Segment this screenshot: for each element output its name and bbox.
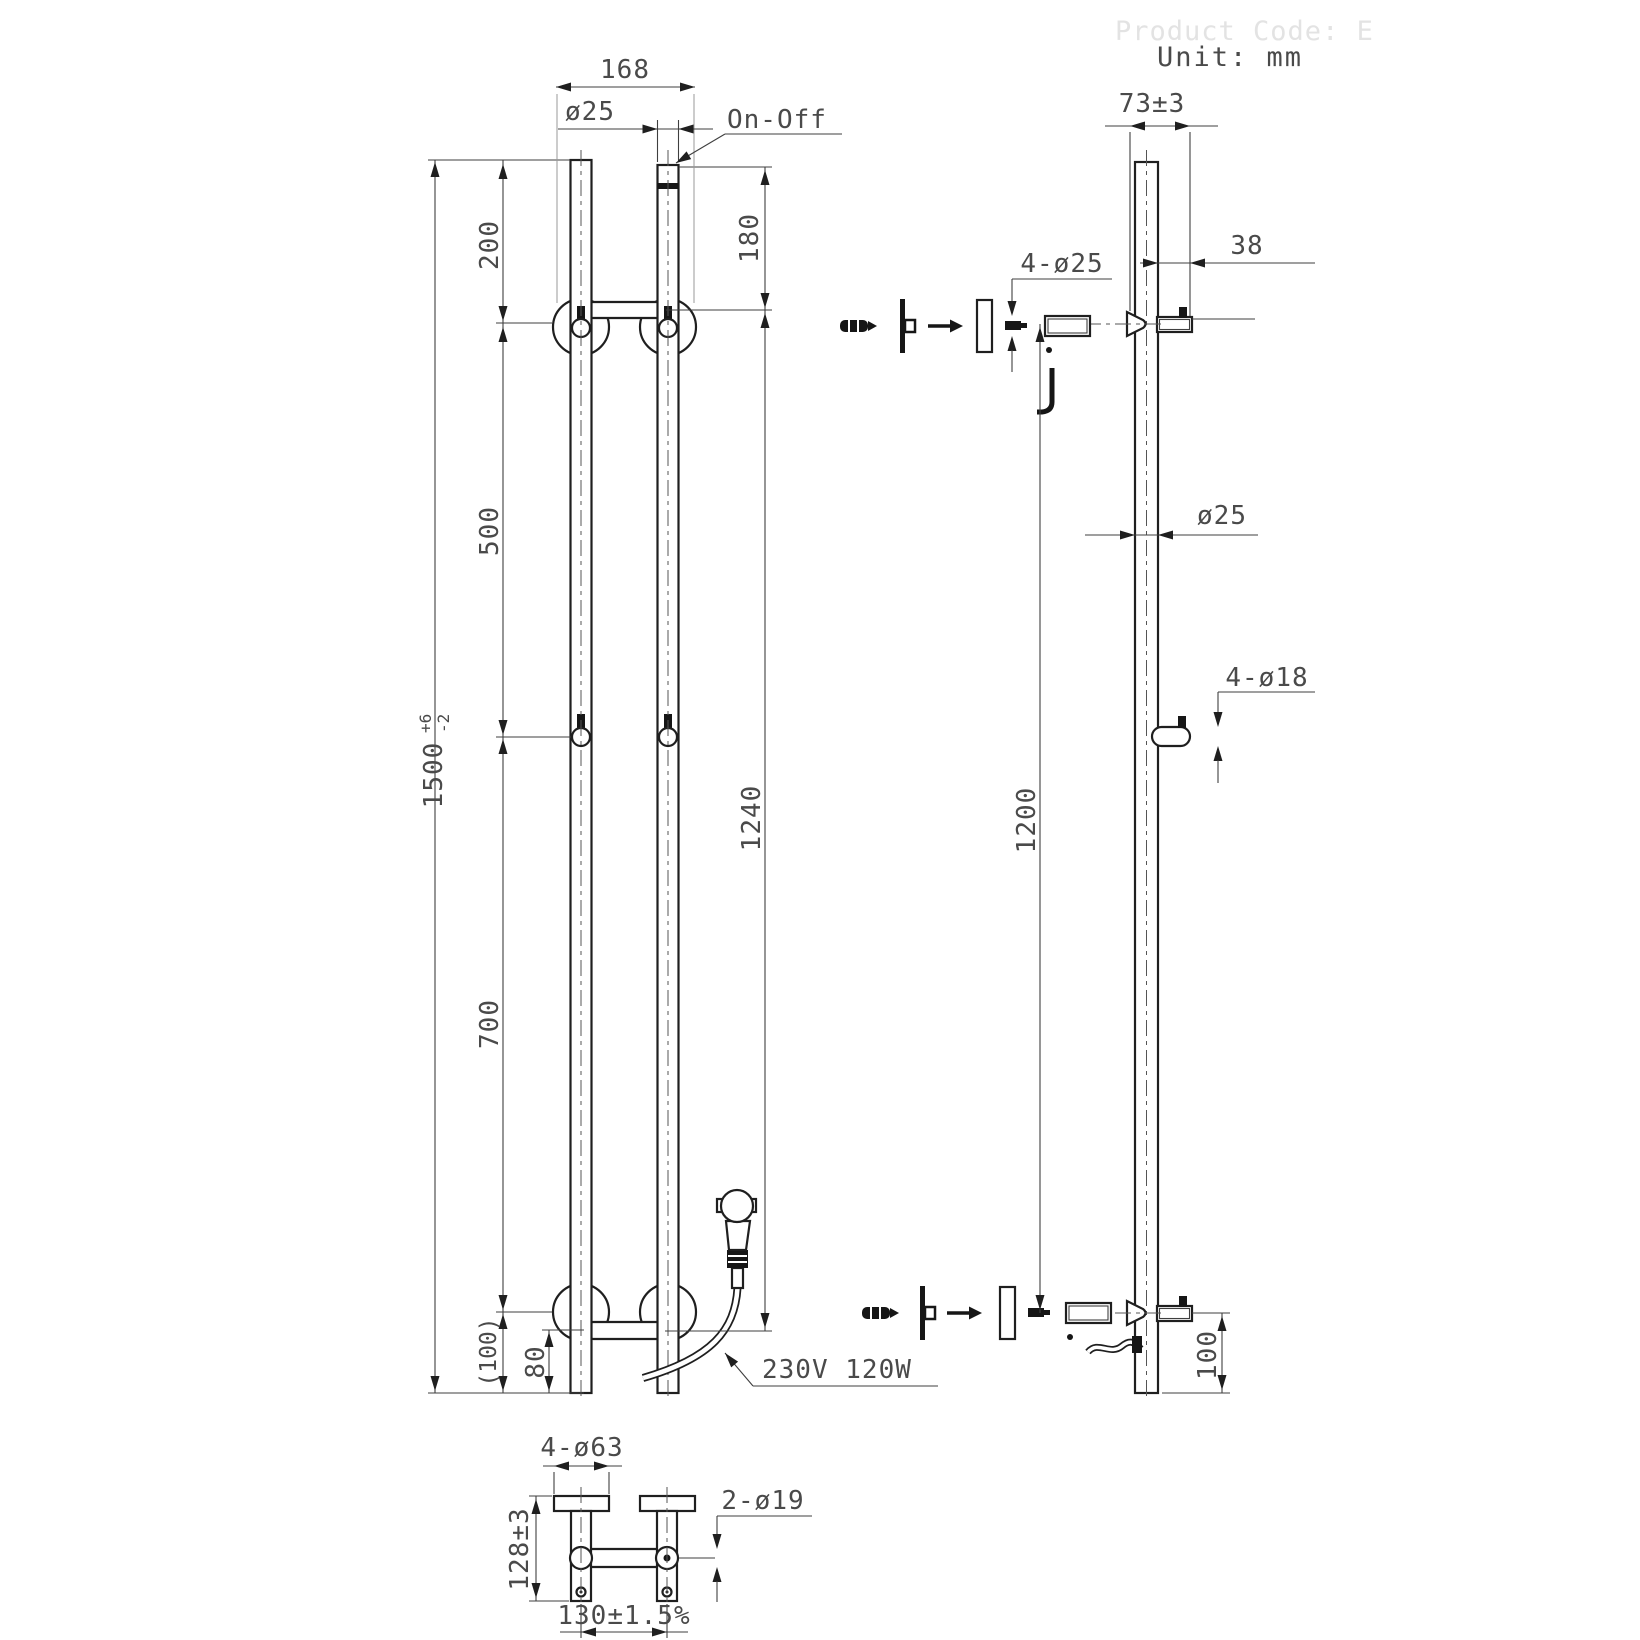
dim-200: 200	[475, 220, 505, 270]
bottom-view: 4-ø63 128±3 130±1.5% 2-ø19	[505, 1433, 812, 1638]
dim-100-ref: (100)	[476, 1317, 502, 1386]
front-view-dimensions: 1500 +6 -2 200 500 700 (100) 80 168 ø25	[416, 55, 938, 1394]
crossbar-top	[583, 300, 667, 320]
mounting-hardware-bottom	[862, 1285, 1144, 1355]
dim-hook-holes: 4-ø18	[1225, 663, 1308, 693]
dim-180: 180	[735, 213, 765, 263]
dim-168: 168	[600, 55, 650, 85]
mounting-hardware-top	[840, 298, 1092, 415]
switch-label: On-Off	[727, 105, 827, 135]
plug-stem	[730, 1266, 745, 1290]
wall-anchor-icon	[862, 1307, 890, 1319]
spacer-plate	[998, 1285, 1017, 1341]
dot	[1067, 1334, 1073, 1340]
dim-500: 500	[475, 506, 505, 556]
mount-plate-icon	[900, 299, 905, 353]
dim-flange-holes: 4-ø63	[540, 1433, 623, 1463]
side-view	[840, 150, 1255, 1400]
grub-screw-icon	[1028, 1308, 1044, 1317]
dim-100: 100	[1193, 1330, 1223, 1380]
dim-mount-holes: 4-ø25	[1020, 249, 1103, 279]
unit-label: Unit: mm	[1157, 42, 1303, 73]
plug-connector	[719, 1188, 755, 1224]
dim-overall-height: 1500 +6 -2	[416, 714, 453, 809]
dim-crossbar-holes: 2-ø19	[721, 1486, 804, 1516]
front-view	[551, 150, 758, 1400]
wall-anchor-icon	[840, 320, 868, 332]
mount-cylinder	[1043, 314, 1092, 338]
spacer-plate	[975, 298, 994, 354]
dim-mount-depth: 128±3	[505, 1507, 535, 1590]
grub-screw-icon	[1005, 321, 1021, 330]
side-hook	[1150, 725, 1192, 748]
plug-body	[724, 1219, 752, 1252]
power-cable-and-plug	[641, 1188, 758, 1382]
set-pin	[1179, 307, 1187, 318]
dim-bar-diameter: ø25	[565, 97, 615, 127]
svg-text:-2: -2	[434, 714, 453, 733]
svg-text:+6: +6	[416, 714, 435, 733]
dim-depth: 73±3	[1119, 89, 1186, 119]
mount-plate-icon	[920, 1286, 925, 1340]
allen-key-icon	[1037, 368, 1055, 415]
watermark-product-code: Product Code: E	[1115, 16, 1374, 47]
crossbar-bottom	[583, 1320, 667, 1341]
side-view-dimensions: 73±3 38 4-ø25 ø25 4-ø18 1200	[1007, 89, 1315, 1394]
screw-head-icon	[903, 318, 917, 334]
mount-cylinder	[1064, 1301, 1113, 1325]
dim-bar-spacing: 130±1.5%	[557, 1601, 690, 1631]
screw-head-icon	[923, 1305, 937, 1321]
plug-ribs	[727, 1250, 748, 1268]
svg-text:1500: 1500	[419, 742, 449, 809]
dim-1240: 1240	[737, 785, 767, 852]
power-rating-label: 230V 120W	[762, 1355, 912, 1385]
dim-bar-diameter-side: ø25	[1197, 501, 1247, 531]
hook-pin	[1178, 716, 1186, 728]
cable-gland	[1132, 1336, 1142, 1353]
dim-700: 700	[475, 999, 505, 1049]
dim-38: 38	[1230, 231, 1263, 261]
dot	[1046, 347, 1052, 353]
set-pin	[1179, 1296, 1187, 1307]
dim-1200: 1200	[1012, 787, 1042, 854]
dim-80: 80	[521, 1345, 551, 1378]
